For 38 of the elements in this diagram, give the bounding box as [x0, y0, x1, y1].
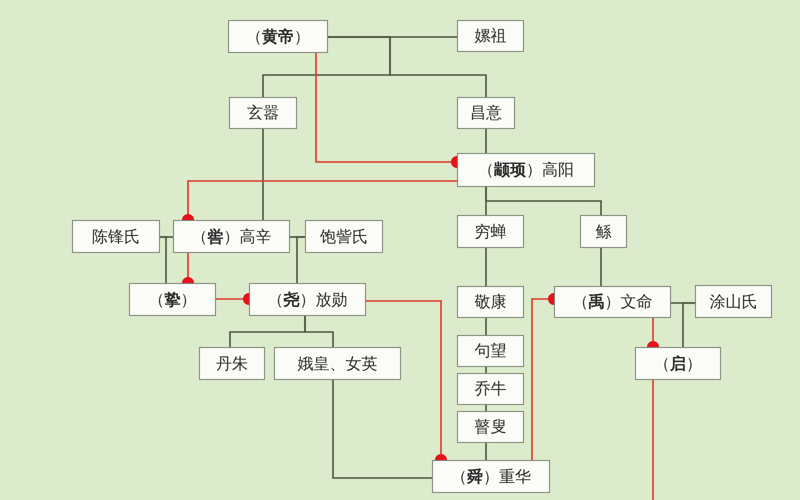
family-line [304, 316, 334, 347]
family-line [160, 236, 167, 283]
name-box: 娥皇、女英 [274, 347, 401, 380]
name-box: （尧）放勋 [249, 283, 366, 316]
family-line [485, 367, 487, 373]
name-box: 乔牛 [457, 373, 524, 405]
succession-line [652, 380, 654, 500]
name-box: 陈锋氏 [72, 220, 160, 253]
name-box: 丹朱 [199, 347, 265, 380]
family-line [600, 248, 602, 286]
name-box: （启） [635, 347, 721, 380]
family-line [296, 236, 305, 283]
name-box: 句望 [457, 335, 524, 367]
name-box: 穷蝉 [457, 215, 524, 248]
family-line [485, 405, 487, 411]
name-box: 饱訾氏 [305, 220, 383, 253]
name-box: 鲧 [580, 215, 627, 248]
family-line [682, 302, 695, 347]
family-line [485, 129, 487, 153]
name-box: （禹）文命 [554, 286, 671, 318]
family-line [328, 36, 487, 97]
name-box: 敬康 [457, 286, 524, 318]
name-box: （挚） [129, 283, 216, 316]
family-line [262, 129, 264, 220]
family-line [332, 380, 432, 479]
family-line [485, 248, 487, 286]
name-box: 玄嚣 [229, 97, 297, 129]
name-box: （舜）重华 [432, 460, 550, 493]
name-box: （喾）高辛 [173, 220, 290, 253]
name-box: （颛顼）高阳 [457, 153, 595, 187]
family-line [485, 187, 602, 215]
name-box: 昌意 [457, 97, 515, 129]
name-box: 嫘祖 [457, 20, 524, 52]
name-box: 涂山氏 [695, 285, 772, 318]
family-line [485, 318, 487, 335]
name-box: 瞽叟 [457, 411, 524, 443]
name-box: （黄帝） [228, 20, 328, 53]
family-line [485, 443, 487, 460]
